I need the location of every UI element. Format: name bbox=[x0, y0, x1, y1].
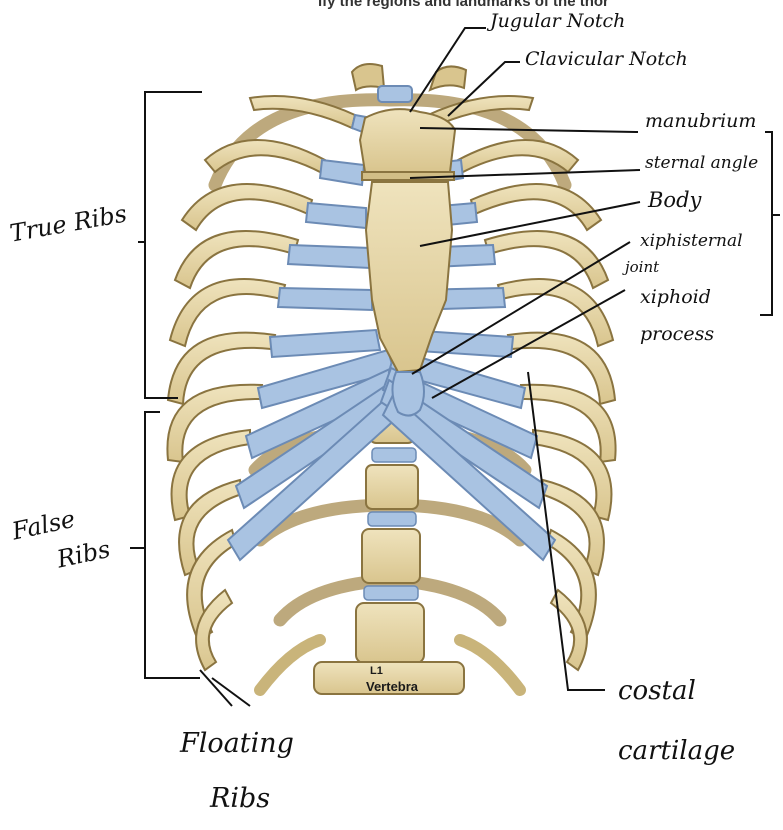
label-jugular-notch: Jugular Notch bbox=[490, 12, 625, 31]
label-floating-ribs-line1: Floating bbox=[180, 730, 294, 757]
header-fragment: ify the regions and landmarks of the tho… bbox=[318, 0, 609, 9]
label-vertebra: Vertebra bbox=[366, 680, 418, 693]
label-floating-ribs-line2: Ribs bbox=[210, 785, 270, 812]
label-xiphoid-line1: xiphoid bbox=[640, 288, 711, 307]
label-costal-line2: cartilage bbox=[618, 738, 735, 764]
label-costal-line1: costal bbox=[618, 678, 696, 704]
label-sternal-angle: sternal angle bbox=[645, 155, 758, 172]
label-body: Body bbox=[648, 190, 701, 211]
label-xiphoid-line2: process bbox=[640, 325, 714, 344]
label-clavicular-notch: Clavicular Notch bbox=[525, 50, 688, 69]
label-xiphisternal-line1: xiphisternal bbox=[640, 233, 743, 250]
floating-ribs-pointer bbox=[200, 670, 250, 706]
right-bracket bbox=[760, 132, 780, 315]
label-manubrium: manubrium bbox=[645, 112, 756, 131]
label-xiphisternal-line2: joint bbox=[625, 260, 659, 275]
label-vertebra-number: L1 bbox=[370, 666, 383, 677]
